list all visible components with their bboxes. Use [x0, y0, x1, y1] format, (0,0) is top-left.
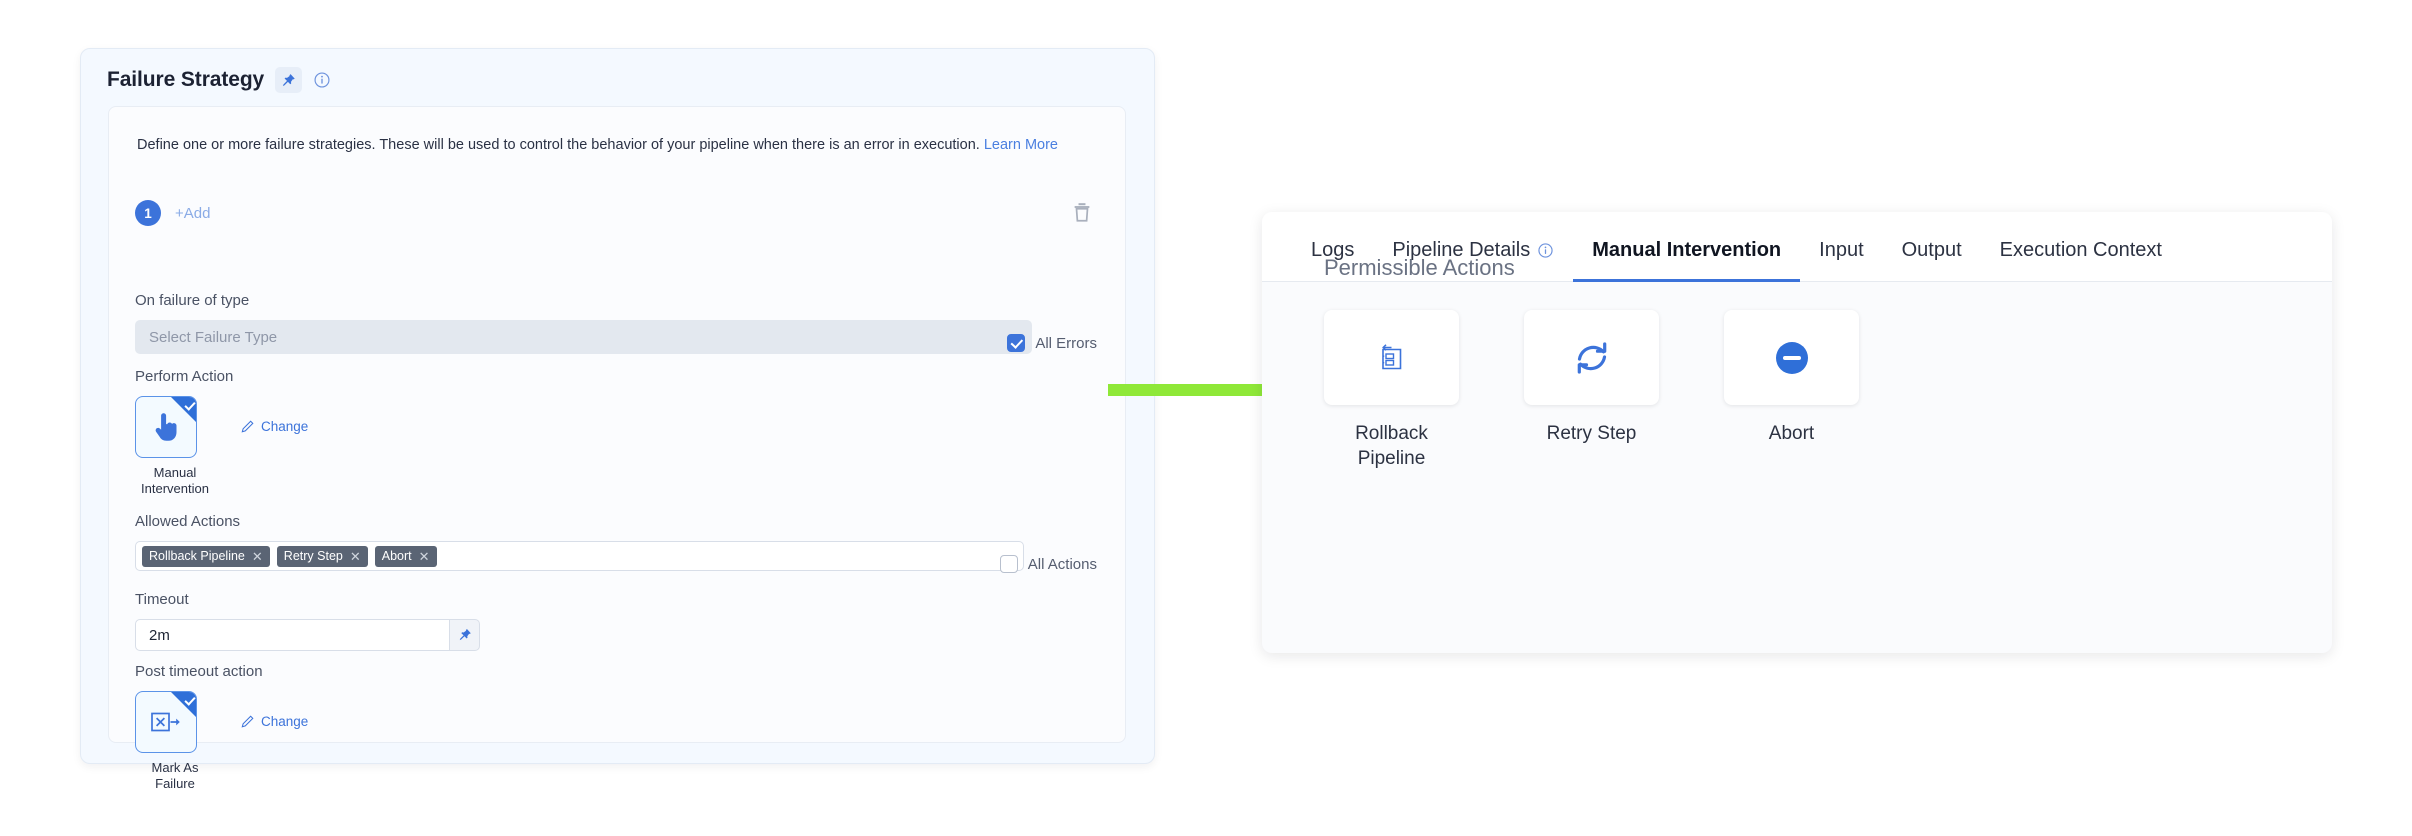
perform-action-label: Perform Action [135, 368, 234, 385]
manual-intervention-tile[interactable] [135, 396, 197, 458]
all-errors-checkbox[interactable] [1007, 334, 1026, 352]
post-timeout-action-group: Post timeout action [135, 663, 308, 793]
add-strategy-button[interactable]: +Add [175, 204, 211, 222]
timeout-input-wrap: 2m [135, 619, 480, 651]
tab-execution-context[interactable]: Execution Context [1981, 239, 2181, 281]
trash-glyph [1074, 203, 1090, 222]
info-circle-icon[interactable] [1537, 242, 1554, 259]
all-actions-checkbox[interactable] [999, 555, 1018, 573]
tab-logs[interactable]: Logs [1292, 239, 1373, 281]
trash-icon[interactable] [1069, 200, 1095, 226]
action-retry-step: Retry Step [1524, 310, 1659, 471]
info-circle-icon[interactable] [313, 71, 331, 89]
description-text: Define one or more failure strategies. T… [137, 135, 1058, 155]
chip-remove-icon[interactable]: ✕ [349, 548, 361, 564]
tab-output[interactable]: Output [1883, 239, 1981, 281]
details-tab-bar: Logs Pipeline Details Manual Interventio… [1262, 212, 2332, 282]
allowed-actions-input[interactable]: Rollback Pipeline ✕ Retry Step ✕ Abort ✕ [135, 541, 1024, 571]
tab-label: Input [1819, 239, 1864, 261]
mark-as-failure-caption: Mark As Failure [151, 760, 199, 792]
mark-as-failure-tile[interactable] [135, 691, 197, 753]
chip-label: Retry Step [283, 549, 343, 563]
chip-label: Rollback Pipeline [149, 549, 245, 563]
pointing-hand-icon [155, 413, 177, 441]
tab-input[interactable]: Input [1800, 239, 1882, 281]
abort-minus-circle-icon [1775, 341, 1808, 374]
action-label: Retry Step [1546, 423, 1637, 444]
change-label: Change [261, 419, 309, 434]
chip-remove-icon[interactable]: ✕ [251, 548, 263, 564]
failure-strategy-body: Define one or more failure strategies. T… [108, 106, 1126, 791]
post-timeout-action-label: Post timeout action [135, 663, 263, 680]
rollback-pipeline-button[interactable] [1324, 310, 1459, 405]
timeout-pin-icon[interactable] [450, 619, 480, 651]
tab-pipeline-details[interactable]: Pipeline Details [1373, 239, 1573, 281]
on-failure-of-type-group: On failure of type Select Failure Type A… [135, 292, 1097, 354]
pencil-icon [241, 715, 254, 728]
strategy-index-badge[interactable]: 1 [135, 200, 161, 226]
manual-intervention-caption: Manual Intervention [141, 465, 209, 497]
change-perform-action-button[interactable]: Change [241, 419, 308, 434]
pin-glyph [283, 73, 295, 86]
permissible-actions-title: Permissible Actions [1324, 255, 1515, 280]
tab-label: Manual Intervention [1592, 239, 1782, 261]
step-details-panel: Logs Pipeline Details Manual Interventio… [1262, 212, 2332, 653]
abort-button[interactable] [1724, 310, 1859, 405]
timeout-label: Timeout [135, 591, 189, 608]
all-actions-checkbox-row: All Actions [999, 555, 1097, 573]
pencil-icon [241, 420, 254, 433]
failure-type-placeholder: Select Failure Type [149, 328, 278, 346]
tab-label: Execution Context [1999, 239, 2162, 261]
chip-label: Abort [381, 549, 412, 563]
strategy-add-row: 1 +Add [135, 200, 210, 226]
action-label: Rollback Pipeline [1355, 423, 1428, 469]
retry-step-button[interactable] [1524, 310, 1659, 405]
failure-strategy-header: Failure Strategy [81, 49, 1154, 105]
description-sentence: Define one or more failure strategies. T… [137, 137, 980, 153]
mark-as-failure-icon [151, 712, 180, 732]
pin-icon[interactable] [275, 67, 303, 93]
allowed-actions-label: Allowed Actions [135, 513, 241, 530]
tile-selected-corner [171, 692, 196, 717]
chip-remove-icon[interactable]: ✕ [418, 548, 430, 564]
right-arrow-annotation [1108, 376, 1328, 404]
all-actions-label: All Actions [1027, 555, 1097, 573]
chip-rollback-pipeline[interactable]: Rollback Pipeline ✕ [142, 545, 270, 567]
learn-more-link[interactable]: Learn More [983, 137, 1058, 153]
action-rollback-pipeline: Rollback Pipeline [1324, 310, 1459, 471]
tile-selected-corner [171, 397, 196, 422]
failure-type-select[interactable]: Select Failure Type [135, 320, 1032, 354]
timeout-group: Timeout 2m [135, 591, 480, 651]
retry-refresh-icon [1577, 341, 1606, 374]
tab-label: Output [1901, 239, 1962, 261]
allowed-actions-group: Allowed Actions Rollback Pipeline ✕ Retr… [135, 513, 1097, 573]
rollback-pipeline-icon [1381, 343, 1401, 369]
post-timeout-tile-wrap: Mark As Failure Change [135, 691, 308, 793]
change-post-timeout-action-button[interactable]: Change [241, 714, 308, 729]
all-errors-checkbox-row: All Errors [1007, 334, 1097, 352]
change-label: Change [261, 714, 309, 729]
failure-strategy-panel: Failure Strategy Define one or more fail… [80, 48, 1155, 791]
tab-label: Logs [1311, 239, 1355, 261]
page-title: Failure Strategy [107, 68, 265, 91]
tab-manual-intervention[interactable]: Manual Intervention [1573, 239, 1801, 282]
pin-glyph [459, 629, 471, 641]
all-errors-label: All Errors [1035, 334, 1097, 352]
chip-abort[interactable]: Abort ✕ [374, 545, 437, 567]
action-label: Abort [1768, 423, 1815, 444]
chip-retry-step[interactable]: Retry Step ✕ [276, 545, 368, 567]
permissible-actions-grid: Rollback Pipeline Retry Step [1324, 310, 1859, 471]
perform-action-group: Perform Action Manual Intervention [135, 368, 308, 498]
perform-action-tile-wrap: Manual Intervention Change [135, 396, 308, 498]
on-failure-of-type-label: On failure of type [135, 292, 250, 309]
action-abort: Abort [1724, 310, 1859, 471]
tab-label: Pipeline Details [1392, 239, 1531, 261]
timeout-input[interactable]: 2m [135, 619, 450, 651]
